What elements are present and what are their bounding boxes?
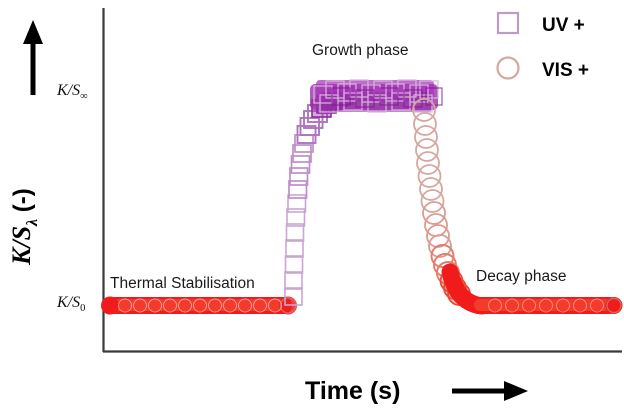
growth-plateau [310, 79, 443, 113]
series-vis-baseline [101, 296, 297, 315]
annotation-thermal-stabilisation: Thermal Stabilisation [110, 275, 255, 292]
series-vis-decay [412, 98, 623, 315]
annotation-decay-phase: Decay phase [476, 268, 566, 285]
tick-ks-infinity: K/S∞ [56, 82, 88, 102]
y-axis-title-sub: λ [24, 219, 41, 227]
x-axis-title: Time (s) [305, 377, 400, 405]
y-axis-title-unit: (-) [9, 188, 36, 219]
legend-marker-square-icon [496, 11, 520, 35]
tick-ks-zero: K/S0 [56, 294, 85, 314]
tick-ks-infinity-main: K/S [56, 82, 80, 99]
series-uv-growth [284, 79, 443, 306]
y-axis-title-main: K/S [7, 226, 36, 266]
svg-text:K/Sλ (-): K/Sλ (-) [7, 188, 41, 266]
x-axis-arrow-icon [452, 381, 528, 401]
y-axis-arrow-icon [23, 20, 43, 95]
y-axis-title: K/Sλ (-) [7, 188, 41, 266]
tick-ks-zero-main: K/S [56, 294, 80, 311]
legend: UV + VIS + [496, 11, 589, 81]
tick-ks-infinity-sub: ∞ [80, 91, 88, 102]
legend-item-vis: VIS + [496, 56, 589, 81]
legend-marker-circle-icon [496, 56, 520, 80]
annotation-growth-phase: Growth phase [312, 42, 409, 59]
legend-label-vis: VIS + [542, 60, 589, 81]
legend-item-uv: UV + [496, 11, 585, 36]
tick-ks-zero-sub: 0 [80, 303, 85, 314]
legend-label-uv: UV + [542, 15, 585, 36]
